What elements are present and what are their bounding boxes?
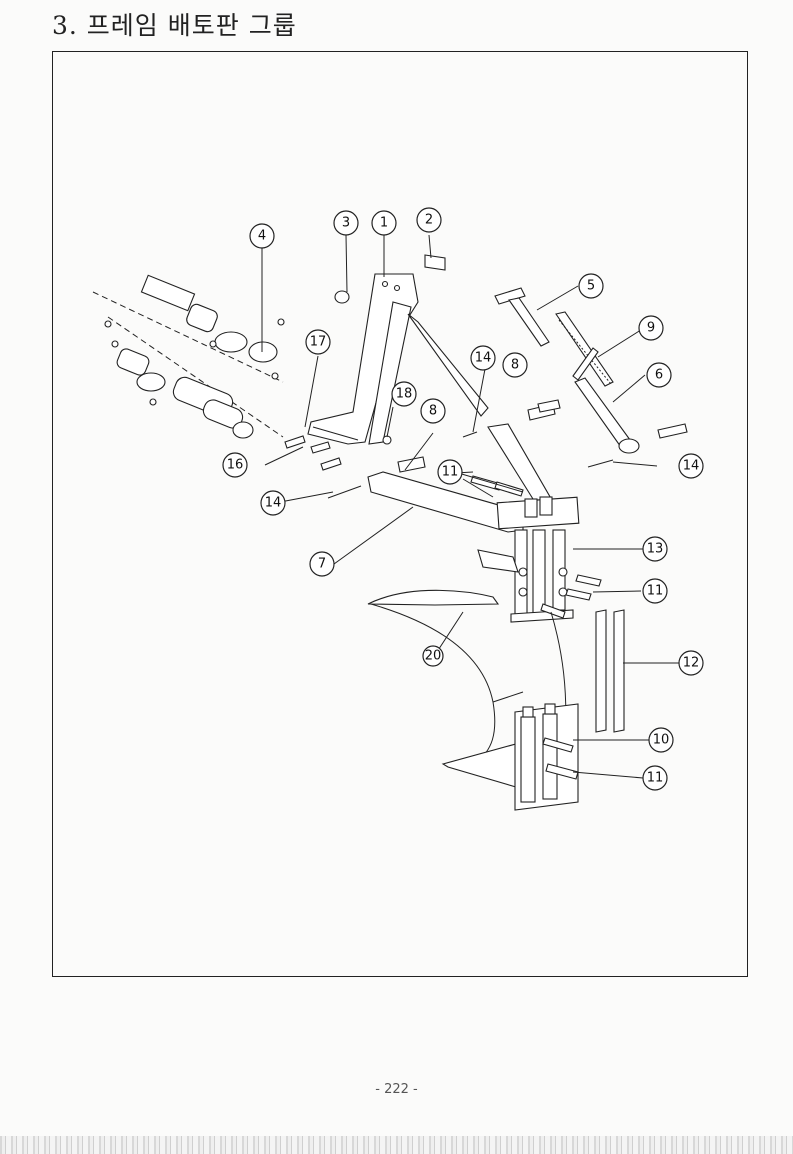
callout-13: 13	[642, 536, 668, 562]
spacer-bars	[595, 609, 625, 733]
svg-text:4: 4	[258, 229, 266, 244]
callout-8-lower: 8	[420, 398, 446, 424]
diagram-drawing: 1 2 3 4 5 6 7 8 8 9 10 11 11 11 12 13 14…	[92, 207, 704, 811]
callout-11-middle: 11	[642, 578, 668, 604]
svg-text:3: 3	[342, 216, 350, 231]
callout-9: 9	[638, 315, 664, 341]
svg-text:1: 1	[380, 216, 388, 231]
svg-text:11: 11	[442, 465, 459, 480]
callout-17: 17	[305, 329, 331, 355]
mouldboard	[367, 589, 567, 793]
svg-text:6: 6	[655, 368, 663, 383]
svg-text:20: 20	[425, 649, 442, 664]
svg-text:18: 18	[396, 387, 413, 402]
callout-14-left: 14	[260, 490, 286, 516]
callout-11-upper: 11	[437, 459, 463, 485]
callout-5: 5	[578, 273, 604, 299]
callout-16: 16	[222, 452, 248, 478]
standard-clamp	[477, 529, 602, 623]
callout-14-right: 14	[678, 453, 704, 479]
callout-8-upper: 8	[502, 352, 528, 378]
callout-1: 1	[371, 210, 397, 236]
svg-text:2: 2	[425, 213, 433, 228]
scan-artifact-strip	[0, 1136, 793, 1154]
callout-4: 4	[249, 223, 275, 249]
callout-20: 20	[422, 645, 444, 667]
svg-text:10: 10	[653, 733, 670, 748]
callout-18: 18	[391, 381, 417, 407]
svg-text:8: 8	[429, 404, 437, 419]
page-number: - 222 -	[375, 1082, 418, 1097]
svg-text:14: 14	[683, 459, 700, 474]
adjusting-handle	[494, 287, 688, 454]
callout-10: 10	[648, 727, 674, 753]
callout-6: 6	[646, 362, 672, 388]
svg-text:7: 7	[318, 557, 326, 572]
svg-text:14: 14	[475, 351, 492, 366]
exploded-parts-diagram: 1 2 3 4 5 6 7 8 8 9 10 11 11 11 12 13 14…	[52, 51, 748, 977]
svg-text:5: 5	[587, 279, 595, 294]
pto-drive-shaft	[92, 274, 285, 439]
svg-text:8: 8	[511, 358, 519, 373]
a-frame	[307, 254, 489, 445]
svg-text:12: 12	[683, 656, 700, 671]
page-title: 3. 프레임 배토판 그룹	[52, 11, 297, 40]
svg-text:11: 11	[647, 771, 664, 786]
callout-2: 2	[416, 207, 442, 233]
svg-text:11: 11	[647, 584, 664, 599]
callout-12: 12	[678, 650, 704, 676]
svg-text:14: 14	[265, 496, 282, 511]
svg-text:9: 9	[647, 321, 655, 336]
callout-7: 7	[309, 551, 335, 577]
callout-3: 3	[333, 210, 359, 236]
svg-text:17: 17	[310, 335, 327, 350]
callout-14-upper: 14	[470, 345, 496, 371]
svg-text:13: 13	[647, 542, 664, 557]
svg-text:16: 16	[227, 458, 244, 473]
lower-beam	[367, 403, 580, 533]
mounting-bracket	[514, 703, 579, 811]
callout-11-lower: 11	[642, 765, 668, 791]
